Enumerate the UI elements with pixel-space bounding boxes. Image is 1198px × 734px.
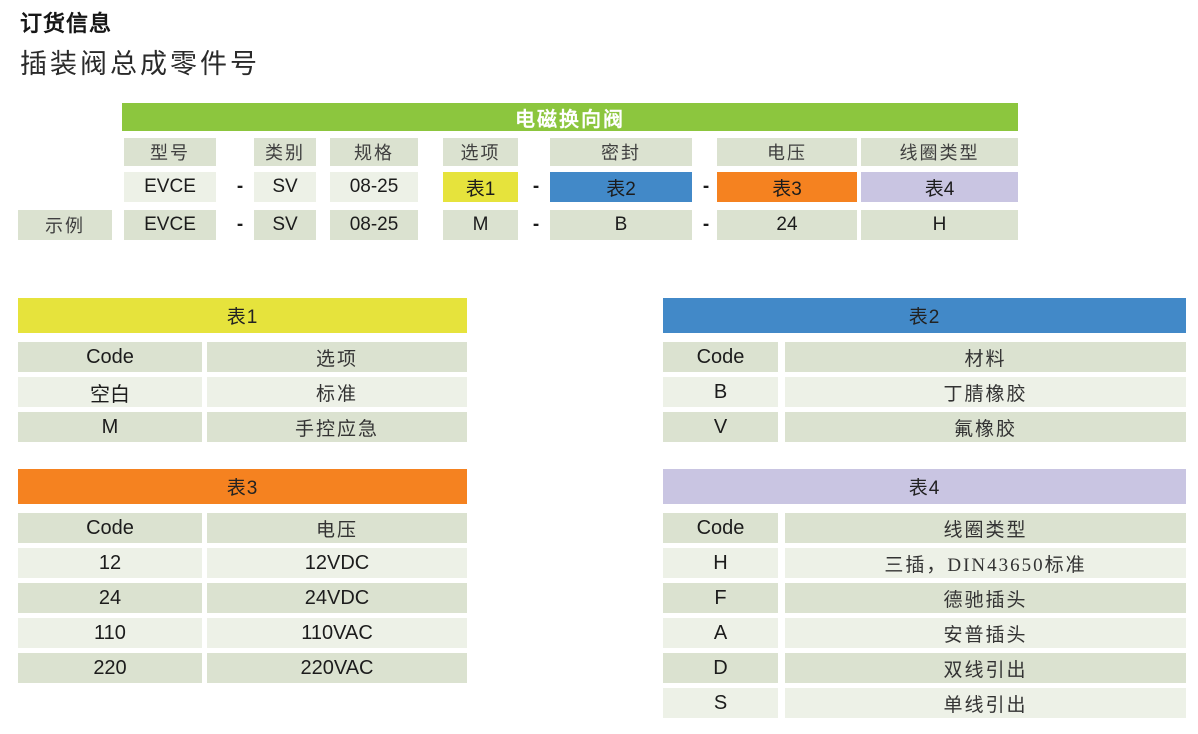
table3-code: 12 — [18, 548, 202, 578]
code-coil-table4-ref: 表4 — [861, 172, 1018, 202]
table1-desc: 手控应急 — [207, 412, 467, 442]
lookup-table-3-voltage: 表3 Code 电压 12 12VDC 24 24VDC 110 110VAC … — [18, 469, 467, 683]
table1-code: M — [18, 412, 202, 442]
table-row: S 单线引出 — [663, 688, 1186, 718]
table3-desc: 110VAC — [207, 618, 467, 648]
dash-separator: - — [532, 176, 540, 197]
table-row: Code 电压 — [18, 513, 467, 543]
table4-desc: 三插，DIN43650标准 — [785, 548, 1186, 578]
table-row: H 三插，DIN43650标准 — [663, 548, 1186, 578]
table4-code: D — [663, 653, 778, 683]
dash-separator: - — [236, 176, 244, 197]
table3-desc: 220VAC — [207, 653, 467, 683]
page-subtitle: 插装阀总成零件号 — [20, 49, 260, 79]
table2-header-code: Code — [663, 342, 778, 372]
column-header-seal: 密封 — [550, 138, 692, 166]
table3-code: 220 — [18, 653, 202, 683]
table4-code: F — [663, 583, 778, 613]
example-label: 示例 — [18, 210, 112, 240]
table-row: Code 选项 — [18, 342, 467, 372]
table3-desc: 24VDC — [207, 583, 467, 613]
table-row: Code 材料 — [663, 342, 1186, 372]
table1-desc: 标准 — [207, 377, 467, 407]
column-header-option: 选项 — [443, 138, 518, 166]
table4-desc: 双线引出 — [785, 653, 1186, 683]
table4-title: 表4 — [663, 469, 1186, 504]
page-title: 订货信息 — [20, 11, 113, 36]
table2-header-desc: 材料 — [785, 342, 1186, 372]
table-row: 110 110VAC — [18, 618, 467, 648]
example-category: SV — [254, 210, 316, 240]
example-coil: H — [861, 210, 1018, 240]
table3-code: 110 — [18, 618, 202, 648]
table3-title: 表3 — [18, 469, 467, 504]
table4-desc: 单线引出 — [785, 688, 1186, 718]
table4-code: S — [663, 688, 778, 718]
example-size: 08-25 — [330, 210, 418, 240]
code-option-table1-ref: 表1 — [443, 172, 518, 202]
example-voltage: 24 — [717, 210, 857, 240]
table2-code: B — [663, 377, 778, 407]
code-model: EVCE — [124, 172, 216, 202]
example-model: EVCE — [124, 210, 216, 240]
dash-separator: - — [532, 214, 540, 235]
lookup-table-1-options: 表1 Code 选项 空白 标准 M 手控应急 — [18, 298, 467, 442]
table4-desc: 安普插头 — [785, 618, 1186, 648]
table-row: F 德驰插头 — [663, 583, 1186, 613]
table3-desc: 12VDC — [207, 548, 467, 578]
table2-desc: 丁腈橡胶 — [785, 377, 1186, 407]
table4-desc: 德驰插头 — [785, 583, 1186, 613]
table4-code: H — [663, 548, 778, 578]
table-row: M 手控应急 — [18, 412, 467, 442]
column-header-size: 规格 — [330, 138, 418, 166]
table1-header-desc: 选项 — [207, 342, 467, 372]
table-row: D 双线引出 — [663, 653, 1186, 683]
table-row: Code 线圈类型 — [663, 513, 1186, 543]
code-seal-table2-ref: 表2 — [550, 172, 692, 202]
dash-separator: - — [702, 176, 710, 197]
code-category: SV — [254, 172, 316, 202]
table-row: 24 24VDC — [18, 583, 467, 613]
column-header-coil: 线圈类型 — [861, 138, 1018, 166]
column-header-voltage: 电压 — [717, 138, 857, 166]
table4-header-code: Code — [663, 513, 778, 543]
table-row: V 氟橡胶 — [663, 412, 1186, 442]
table3-header-code: Code — [18, 513, 202, 543]
table2-code: V — [663, 412, 778, 442]
table-row: 220 220VAC — [18, 653, 467, 683]
code-size: 08-25 — [330, 172, 418, 202]
example-seal: B — [550, 210, 692, 240]
column-header-model: 型号 — [124, 138, 216, 166]
column-header-category: 类别 — [254, 138, 316, 166]
table-row: 空白 标准 — [18, 377, 467, 407]
table1-header-code: Code — [18, 342, 202, 372]
table1-title: 表1 — [18, 298, 467, 333]
table-row: A 安普插头 — [663, 618, 1186, 648]
table3-code: 24 — [18, 583, 202, 613]
valve-type-banner: 电磁换向阀 — [122, 103, 1018, 131]
lookup-table-2-seal: 表2 Code 材料 B 丁腈橡胶 V 氟橡胶 — [663, 298, 1186, 442]
dash-separator: - — [702, 214, 710, 235]
table2-title: 表2 — [663, 298, 1186, 333]
table-row: B 丁腈橡胶 — [663, 377, 1186, 407]
table-row: 12 12VDC — [18, 548, 467, 578]
table3-header-desc: 电压 — [207, 513, 467, 543]
table4-code: A — [663, 618, 778, 648]
example-option: M — [443, 210, 518, 240]
code-voltage-table3-ref: 表3 — [717, 172, 857, 202]
table4-header-desc: 线圈类型 — [785, 513, 1186, 543]
lookup-table-4-coil: 表4 Code 线圈类型 H 三插，DIN43650标准 F 德驰插头 A 安普… — [663, 469, 1186, 718]
dash-separator: - — [236, 214, 244, 235]
table1-code: 空白 — [18, 377, 202, 407]
table2-desc: 氟橡胶 — [785, 412, 1186, 442]
